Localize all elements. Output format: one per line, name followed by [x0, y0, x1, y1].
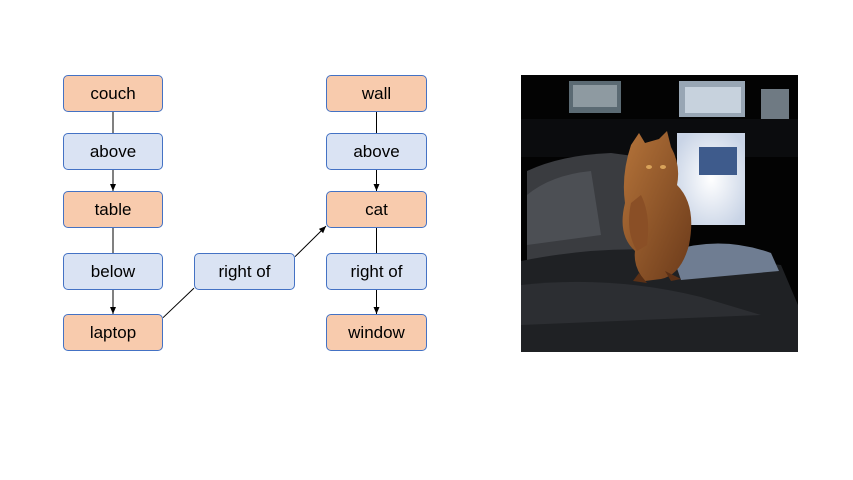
- photo-image: [521, 75, 798, 352]
- edge-laptop-rightof1: [162, 287, 195, 319]
- node-couch: couch: [63, 75, 163, 112]
- node-above-1: above: [63, 133, 163, 170]
- edge-rightof1-cat: [294, 225, 327, 258]
- node-window: window: [326, 314, 427, 351]
- node-above-2: above: [326, 133, 427, 170]
- node-cat: cat: [326, 191, 427, 228]
- node-wall: wall: [326, 75, 427, 112]
- node-below: below: [63, 253, 163, 290]
- node-table: table: [63, 191, 163, 228]
- node-right-of-2: right of: [326, 253, 427, 290]
- node-right-of-1: right of: [194, 253, 295, 290]
- node-laptop: laptop: [63, 314, 163, 351]
